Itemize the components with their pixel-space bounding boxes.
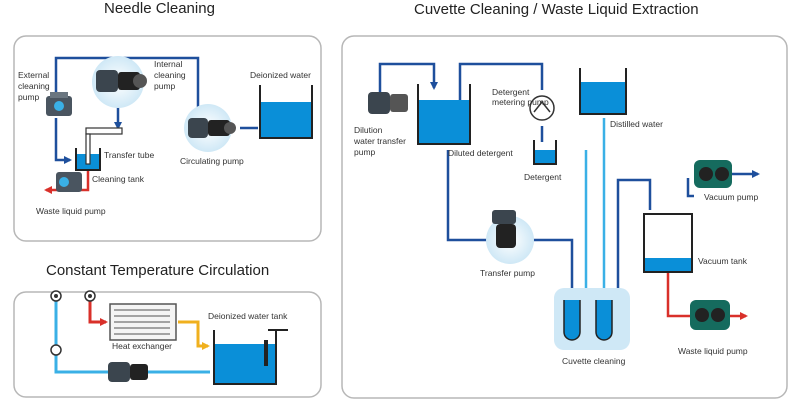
junction-icon bbox=[50, 344, 62, 356]
distilled-water-fill bbox=[580, 82, 626, 114]
distilled-water-label: Distilled water bbox=[610, 119, 663, 129]
needle-cleaning-panel bbox=[13, 35, 322, 242]
detergent-metering-pump-icon bbox=[529, 95, 555, 121]
temperature-cold-pipe bbox=[54, 300, 210, 374]
heat-exchanger-icon bbox=[109, 303, 177, 341]
cuvette-cleaning-label: Cuvette cleaning bbox=[562, 356, 626, 366]
cuvette-dark-pipes bbox=[378, 62, 760, 304]
temperature-water-tank bbox=[213, 330, 277, 385]
internal-cleaning-pump-icon bbox=[92, 56, 147, 108]
cold-valve-icon bbox=[50, 290, 62, 302]
diluted-detergent-tank bbox=[417, 84, 471, 145]
circulating-pump-icon bbox=[184, 104, 236, 152]
cleaning-tank-label: Cleaning tank bbox=[92, 174, 145, 184]
dilution-pump-label: Dilution water transfer pump bbox=[353, 125, 408, 157]
diluted-detergent-fill bbox=[418, 100, 470, 144]
external-cleaning-pump-label: External cleaning pump bbox=[18, 70, 52, 102]
vacuum-pump-label: Vacuum pump bbox=[704, 192, 758, 202]
cuvette-left-tube bbox=[563, 300, 581, 341]
internal-cleaning-pump-label: Internal cleaning pump bbox=[154, 59, 188, 91]
transfer-pump-icon bbox=[486, 210, 534, 264]
cuvette-waste-liquid-pump-icon bbox=[690, 300, 730, 330]
detergent-tank bbox=[533, 140, 557, 165]
cuvette-light-pipe bbox=[584, 118, 608, 302]
vacuum-tank-label: Vacuum tank bbox=[698, 256, 748, 266]
detergent-label: Detergent bbox=[524, 172, 562, 182]
cuvette-right-tube bbox=[595, 300, 613, 341]
transfer-tube-label: Transfer tube bbox=[104, 150, 155, 160]
deionized-water-tank bbox=[259, 85, 313, 139]
hot-valve-icon bbox=[84, 290, 96, 302]
deionized-water-label: Deionized water bbox=[250, 70, 311, 80]
needle-cleaning-title: Needle Cleaning bbox=[104, 0, 215, 17]
cuvette-waste-liquid-pump-label: Waste liquid pump bbox=[678, 346, 748, 356]
temperature-hot-pipe bbox=[88, 300, 108, 326]
needle-waste-liquid-pump-icon bbox=[56, 172, 82, 192]
transfer-tube bbox=[85, 127, 123, 165]
vacuum-pump-icon bbox=[694, 160, 732, 188]
heater-probe bbox=[264, 329, 288, 366]
vacuum-tank bbox=[643, 213, 693, 273]
cuvette-cleaning-title: Cuvette Cleaning / Waste Liquid Extracti… bbox=[414, 1, 699, 18]
dilution-pump-icon bbox=[368, 92, 408, 114]
external-cleaning-pump-icon bbox=[46, 92, 72, 116]
diluted-detergent-label: Diluted detergent bbox=[448, 148, 513, 158]
temperature-circulation-title: Constant Temperature Circulation bbox=[46, 262, 270, 279]
heat-exchanger-label: Heat exchanger bbox=[112, 341, 172, 351]
temperature-circulation-pump-icon bbox=[108, 362, 148, 382]
circulating-pump-label: Circulating pump bbox=[180, 156, 244, 166]
vacuum-tank-fill bbox=[644, 258, 692, 272]
deionized-water-tank-label: Deionized water tank bbox=[208, 311, 288, 321]
needle-waste-liquid-pump-label: Waste liquid pump bbox=[36, 206, 106, 216]
transfer-pump-label: Transfer pump bbox=[480, 268, 535, 278]
detergent-metering-pump-label: Detergent metering pump bbox=[492, 87, 549, 107]
cleaning-tank bbox=[75, 148, 101, 171]
distilled-water-tank bbox=[579, 68, 627, 115]
temperature-warm-pipe bbox=[178, 320, 210, 350]
detergent-fill bbox=[534, 150, 556, 164]
deionized-water-fill bbox=[260, 102, 312, 138]
